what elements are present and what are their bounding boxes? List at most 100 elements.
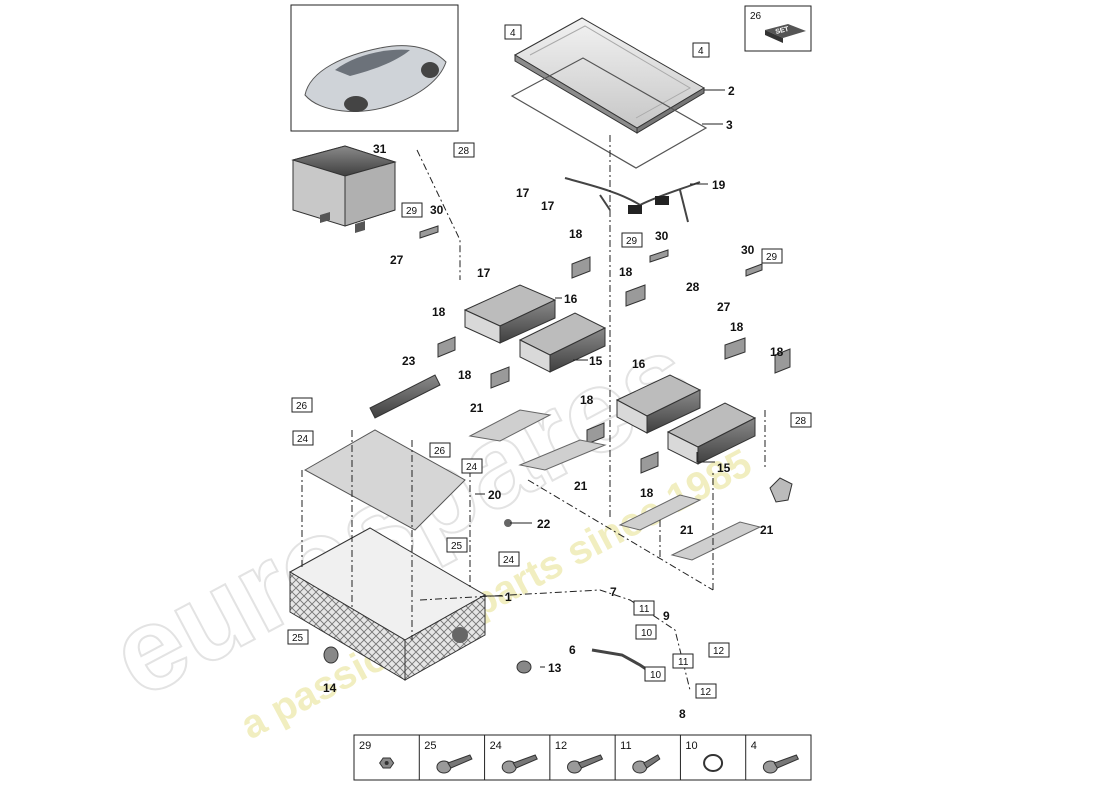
connector-19b <box>655 196 669 205</box>
boxref-4-a: 4 <box>510 28 516 39</box>
leader-lines <box>475 89 725 668</box>
boxref-29-c: 29 <box>766 252 778 263</box>
callout-19: 19 <box>712 178 726 192</box>
callout-8: 8 <box>679 707 686 721</box>
callout-1: 1 <box>505 590 512 604</box>
boxref-11-b: 11 <box>678 657 689 668</box>
callout-21-a: 21 <box>470 401 484 415</box>
boxed-references: 4 4 28 28 29 29 29 26 26 24 24 24 25 25 … <box>287 24 812 699</box>
cell-module-15-upper <box>518 312 607 373</box>
bolt-long-icon <box>436 754 473 774</box>
callout-17-a: 17 <box>516 186 530 200</box>
callout-16-lower: 16 <box>632 357 646 371</box>
boxref-25-b: 25 <box>292 633 304 644</box>
part-13-grommet <box>516 660 532 674</box>
boxref-10-a: 10 <box>641 628 653 639</box>
callout-27-a: 27 <box>390 253 404 267</box>
assembly-lines <box>301 135 766 691</box>
callout-23: 23 <box>402 354 416 368</box>
callout-27-b: 27 <box>717 300 731 314</box>
cell-module-16-lower <box>615 374 702 434</box>
callout-21-c: 21 <box>680 523 694 537</box>
callout-18-g: 18 <box>580 393 594 407</box>
boxref-12-b: 12 <box>700 687 712 698</box>
callout-18-d: 18 <box>458 368 472 382</box>
callout-18-a: 18 <box>569 227 583 241</box>
callout-18-c: 18 <box>432 305 446 319</box>
callout-13: 13 <box>548 661 562 675</box>
callout-15-lower: 15 <box>717 461 731 475</box>
bolt-long-icon <box>762 754 800 774</box>
callout-30-c: 30 <box>741 243 755 257</box>
small-parts <box>369 225 791 474</box>
boxref-28-b: 28 <box>795 416 807 427</box>
callout-17-b: 17 <box>541 199 555 213</box>
part-28-bracket <box>769 477 793 503</box>
part-19-harness <box>564 177 701 223</box>
vehicle-thumbnail <box>290 4 459 132</box>
boxref-26-a: 26 <box>296 401 308 412</box>
part-22-fastener <box>504 519 512 527</box>
boxref-28-a: 28 <box>458 146 470 157</box>
callout-30-b: 30 <box>655 229 669 243</box>
cell-module-15-lower <box>666 402 757 465</box>
legend-number-4: 4 <box>751 740 757 752</box>
seal-ring-icon <box>703 754 724 772</box>
callout-17-c: 17 <box>477 266 491 280</box>
part-31-battery-box <box>291 145 397 233</box>
callout-15-upper: 15 <box>589 354 603 368</box>
callout-21-d: 21 <box>760 523 774 537</box>
callout-21-b: 21 <box>574 479 588 493</box>
nut-icon <box>379 757 395 769</box>
callout-18-h: 18 <box>640 486 654 500</box>
hardware-legend: 29 25 24 12 11 10 4 <box>353 734 812 781</box>
callout-7: 7 <box>610 585 617 599</box>
callout-18-e: 18 <box>730 320 744 334</box>
callout-31: 31 <box>373 142 387 156</box>
callout-16-upper: 16 <box>564 292 578 306</box>
pads-21 <box>468 409 762 561</box>
bolt-long-icon <box>567 754 604 774</box>
boxref-4-b: 4 <box>698 46 704 57</box>
part-20-plate <box>303 429 466 531</box>
legend-number-24: 24 <box>490 740 502 752</box>
callout-numbers: 1 2 3 6 7 8 9 13 14 15 15 16 16 17 17 17… <box>323 84 784 721</box>
watermark: eurospares a passion for parts since 198… <box>89 307 758 748</box>
cell-module-16-upper <box>463 284 557 344</box>
part-14-plug <box>323 646 339 664</box>
callout-20: 20 <box>488 488 502 502</box>
callout-14: 14 <box>323 681 337 695</box>
legend-number-12: 12 <box>555 740 567 752</box>
inset-set-box: 26 SET <box>744 5 812 52</box>
callout-2: 2 <box>728 84 735 98</box>
callout-3: 3 <box>726 118 733 132</box>
callout-22: 22 <box>537 517 551 531</box>
boxref-11-a: 11 <box>639 604 650 615</box>
part-2-top-cover <box>513 17 705 134</box>
boxref-25-a: 25 <box>451 541 463 552</box>
boxref-29-b: 29 <box>626 236 638 247</box>
bolt-long-icon <box>501 754 538 774</box>
callout-6: 6 <box>569 643 576 657</box>
legend-number-25: 25 <box>424 740 436 752</box>
bolt-short-icon <box>632 754 661 774</box>
part-3-seal <box>510 57 708 169</box>
inset-set-number: 26 <box>750 11 762 22</box>
callout-30-a: 30 <box>430 203 444 217</box>
legend-number-10: 10 <box>685 740 697 752</box>
legend-number-11: 11 <box>620 740 631 752</box>
boxref-24-b: 24 <box>466 462 478 473</box>
callout-28: 28 <box>686 280 700 294</box>
boxref-10-b: 10 <box>650 670 662 681</box>
connector-19a <box>628 205 642 214</box>
callout-18-b: 18 <box>619 265 633 279</box>
boxref-29-a: 29 <box>406 206 418 217</box>
boxref-12-a: 12 <box>713 646 725 657</box>
callout-18-f: 18 <box>770 345 784 359</box>
legend-number-29: 29 <box>359 740 371 752</box>
boxref-26-b: 26 <box>434 446 446 457</box>
boxref-24-a: 24 <box>297 434 309 445</box>
inset-set-label: SET <box>775 26 791 36</box>
